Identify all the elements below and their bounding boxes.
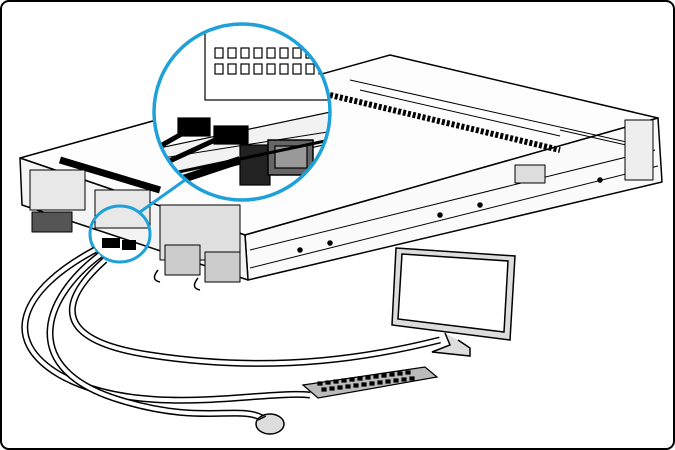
monitor-icon [391, 247, 516, 357]
cable-bundle [21, 246, 441, 422]
rear-port-highlight [88, 204, 152, 264]
server-chassis-icon [19, 54, 663, 291]
mouse-icon [255, 413, 285, 435]
usb-connector-icon [102, 238, 136, 250]
callout-leader-line [139, 178, 186, 214]
keyboard-icon [301, 366, 439, 399]
vga-connector-icon [239, 139, 314, 186]
